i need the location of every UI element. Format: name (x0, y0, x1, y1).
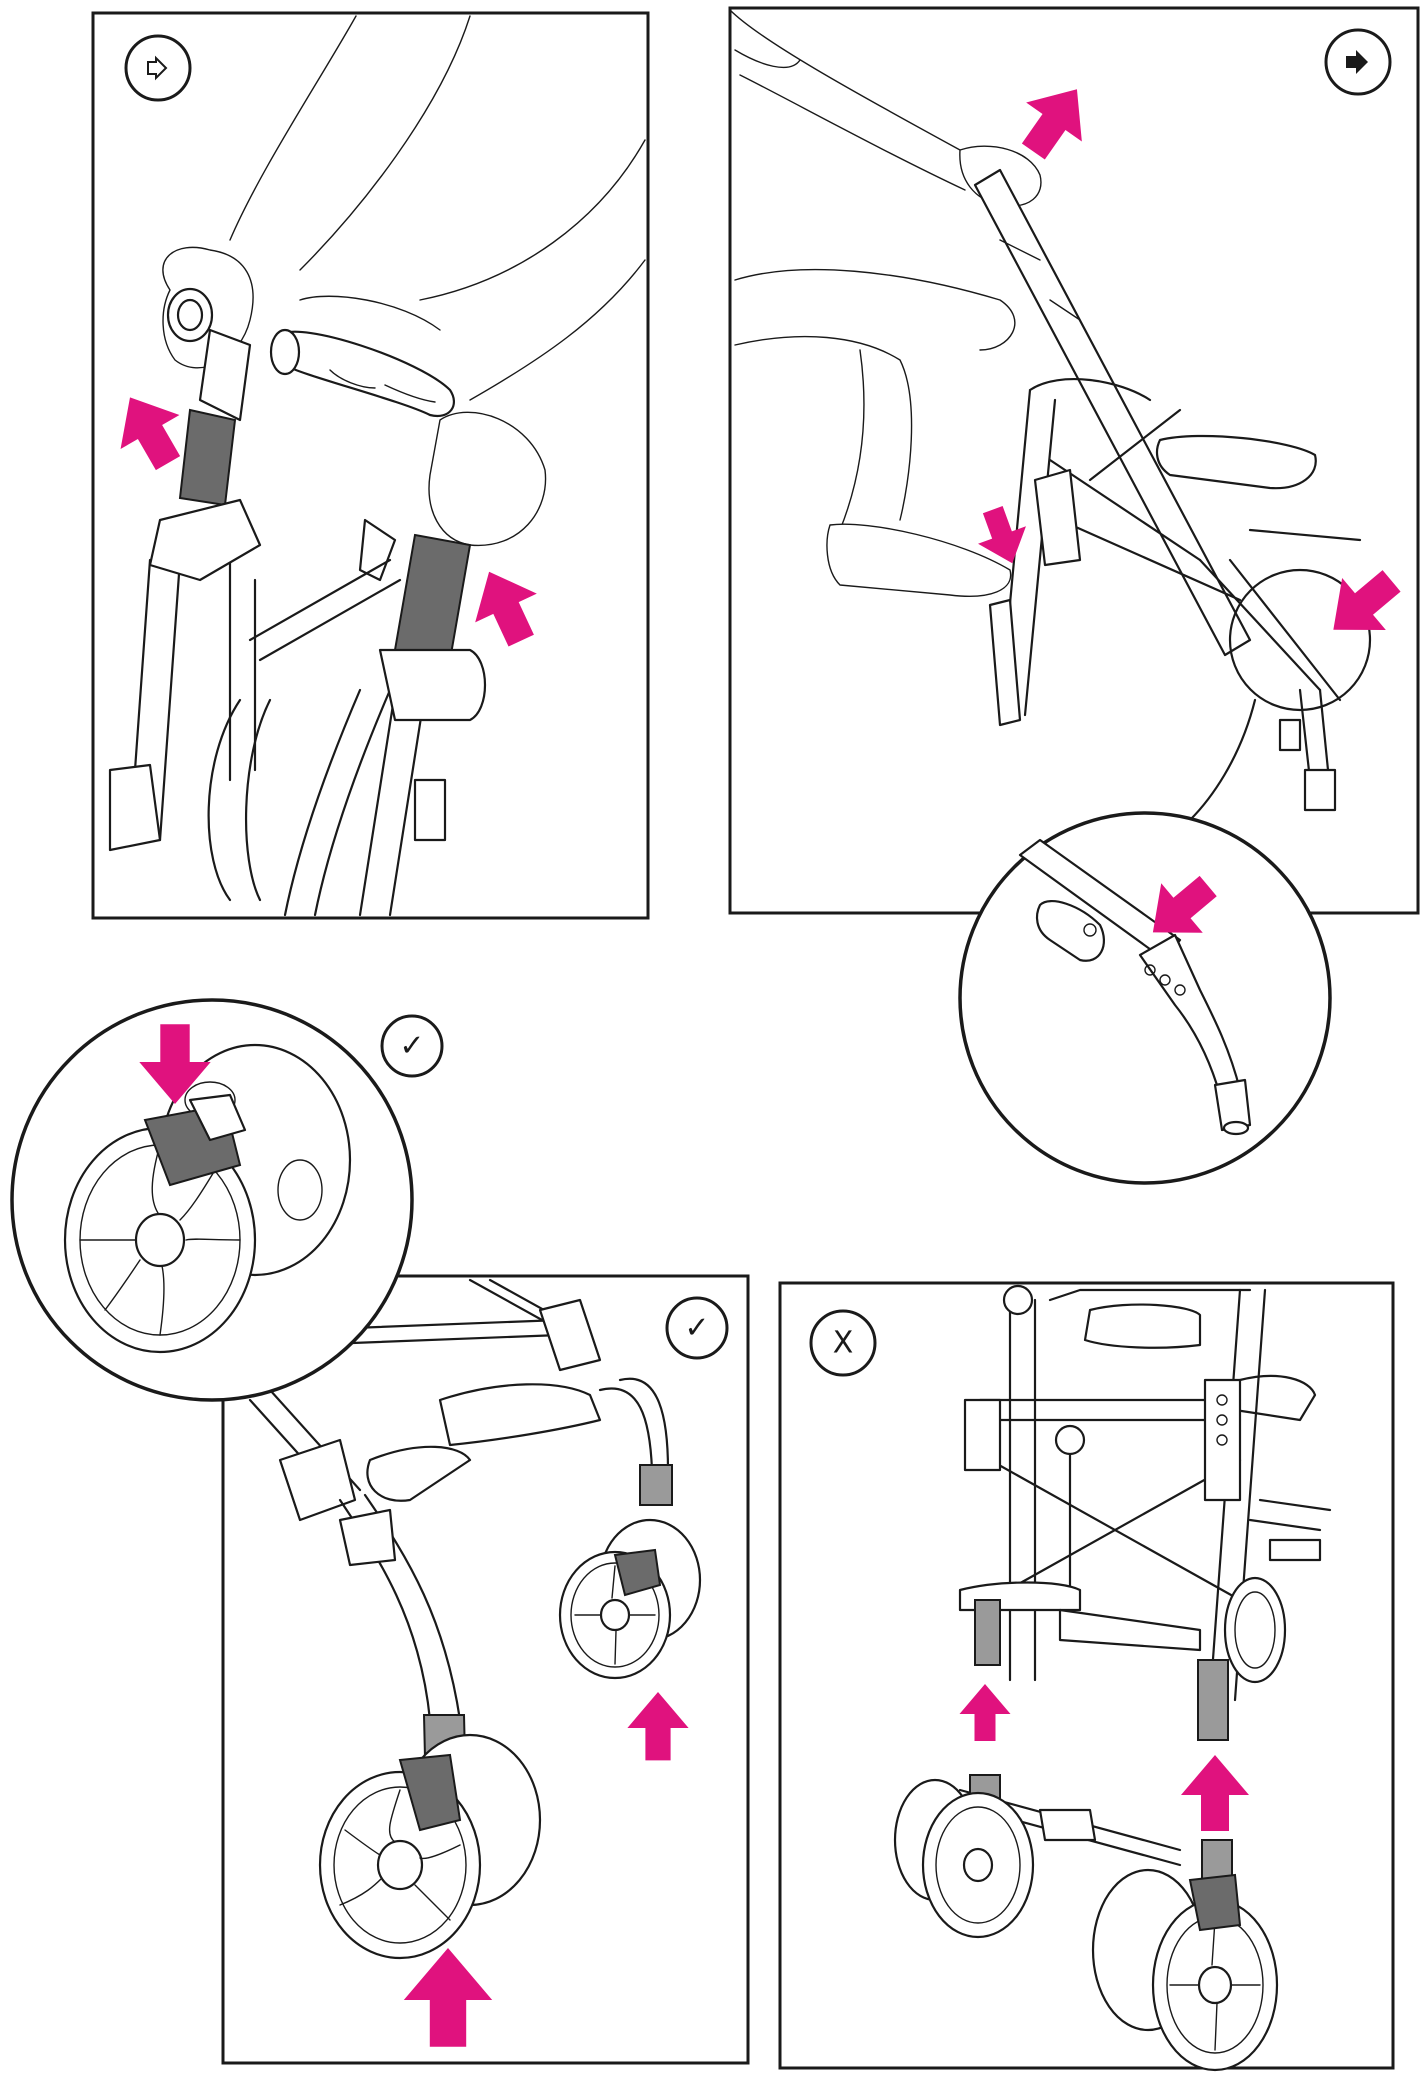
wheel-lock-detail-illustration (63, 1043, 352, 1354)
front-wheel-attach-illustration (248, 1278, 702, 1960)
person-folding-stroller-illustration (729, 9, 1372, 822)
cross-icon: X (833, 1326, 854, 1361)
panel-2-badge (1324, 28, 1392, 96)
panel-1-frame (91, 11, 650, 920)
open-handle-symbol-icon (147, 55, 168, 81)
wheel-lock-detail (10, 998, 414, 1402)
panel-4: ✓ (221, 1274, 750, 2065)
panel-2 (728, 6, 1420, 915)
panel-4-badge: ✓ (665, 1296, 729, 1360)
wrong-wheel-attach-illustration (893, 1284, 1332, 2072)
fold-latch-detail (958, 811, 1332, 1185)
hands-lifting-handles-illustration (108, 15, 646, 917)
panel-3-badge: ✓ (380, 1014, 444, 1078)
check-icon: ✓ (399, 1029, 424, 1064)
panel-1 (91, 11, 650, 920)
panel-5-badge: X (809, 1309, 877, 1377)
close-handle-symbol-icon (1346, 50, 1368, 74)
panel-5: X (778, 1281, 1395, 2072)
panel-1-badge (124, 34, 192, 102)
fold-latch-detail-illustration (1018, 838, 1252, 1136)
check-icon: ✓ (684, 1311, 709, 1346)
